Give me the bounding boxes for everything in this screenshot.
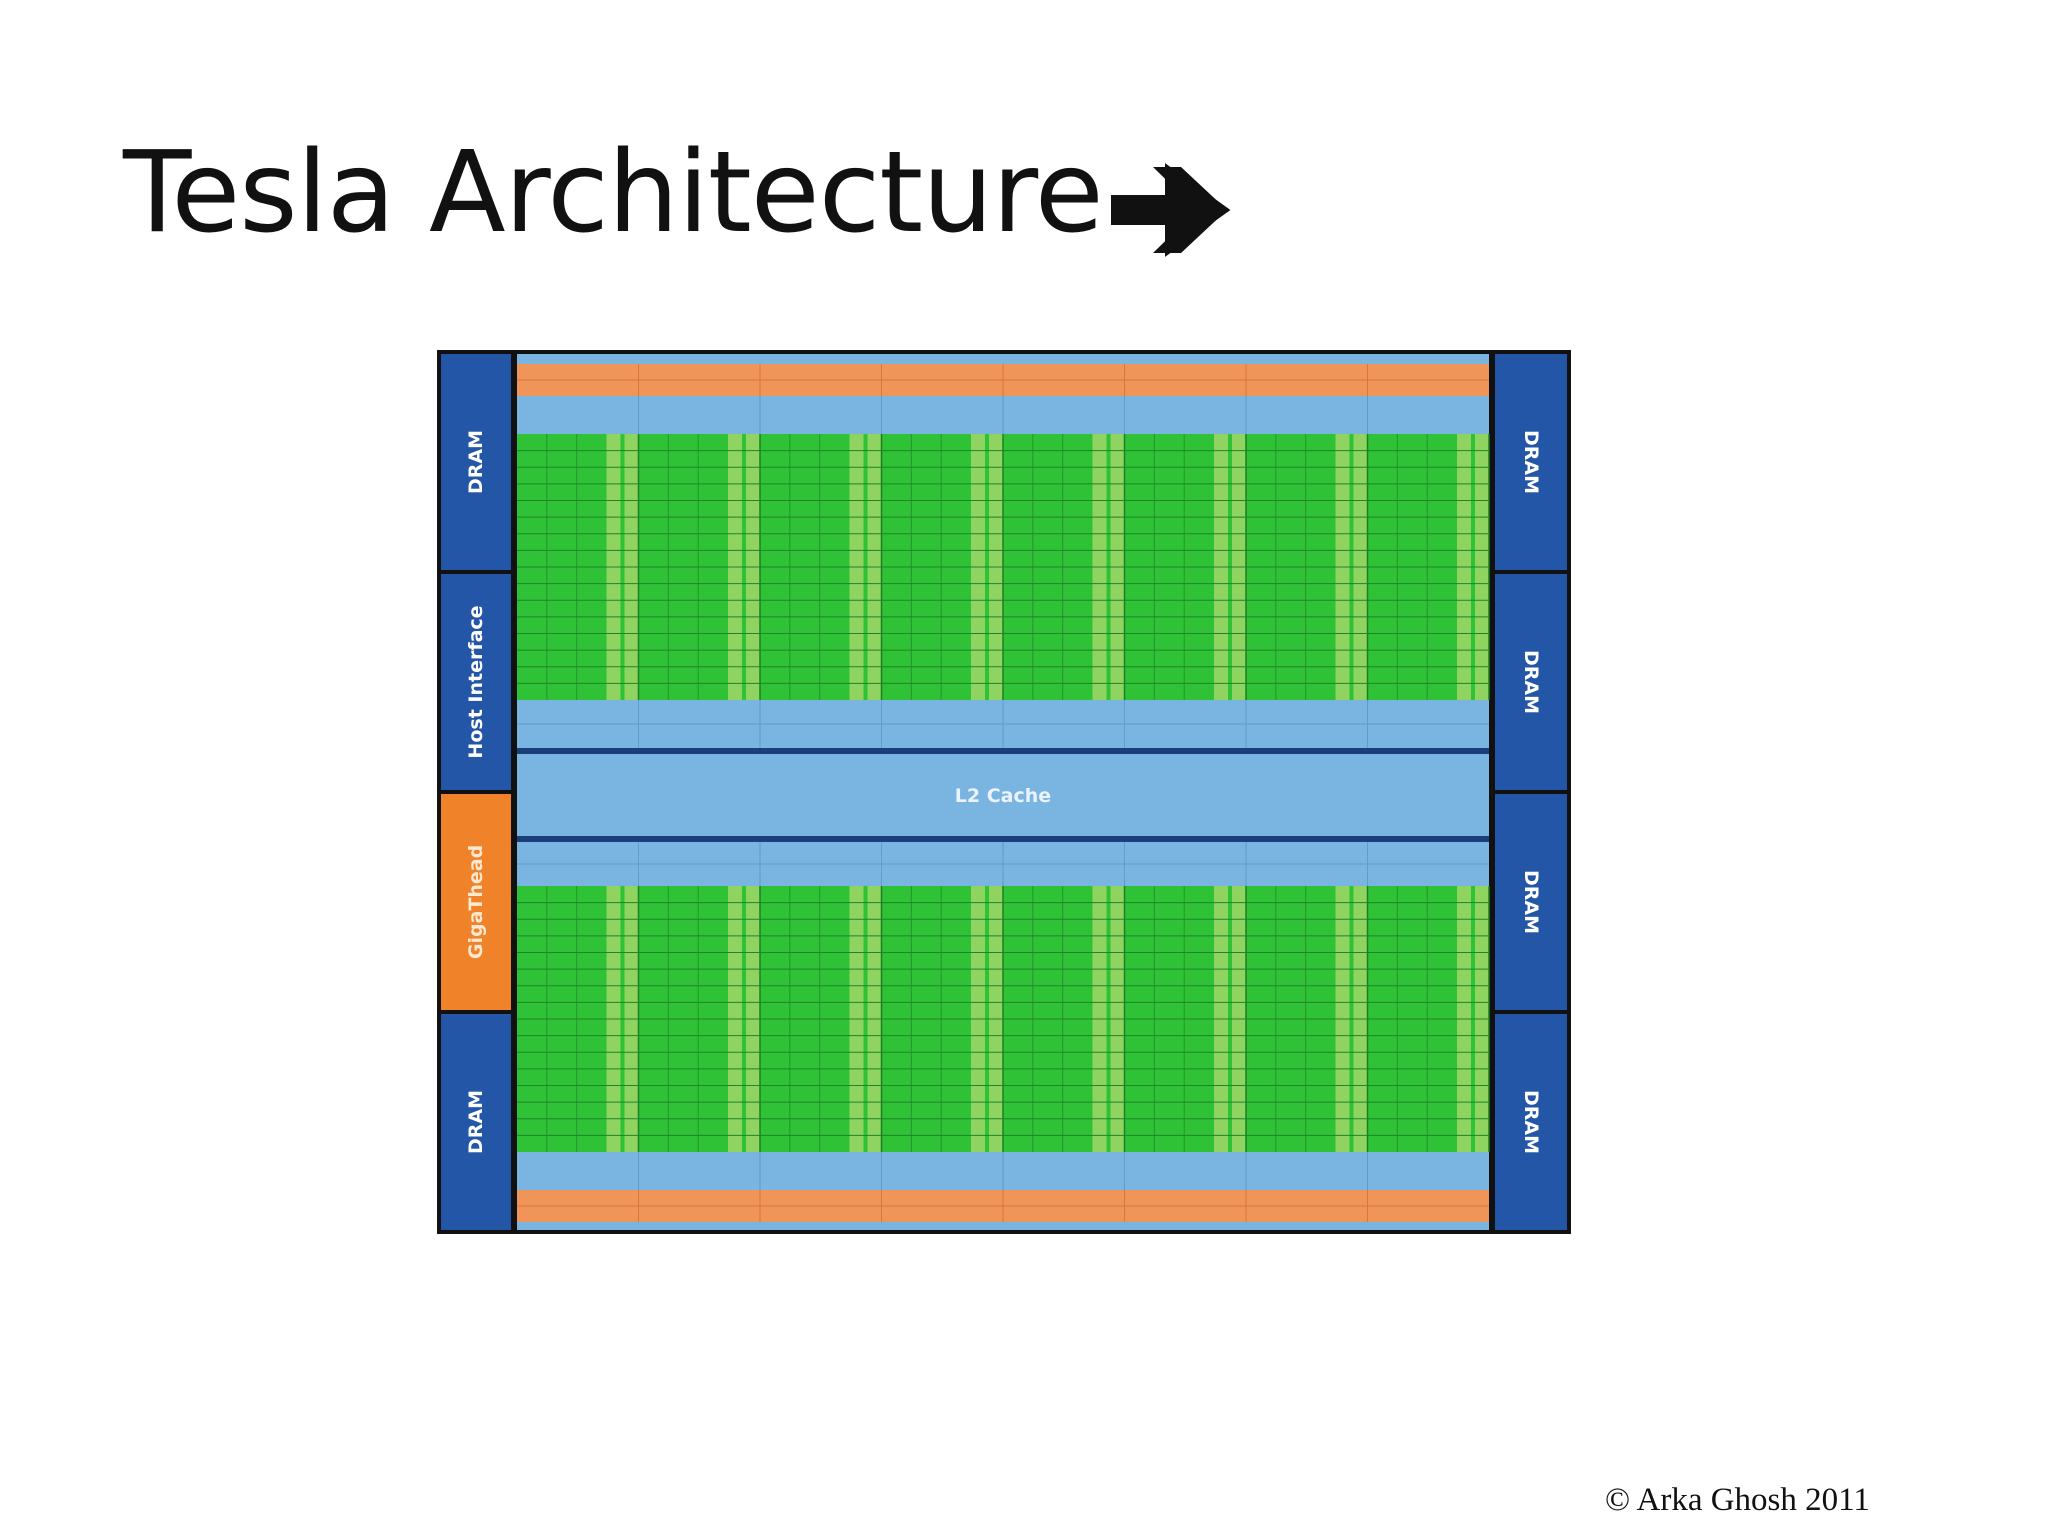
right-block-2 <box>1495 794 1567 1010</box>
right-block-label-2: DRAM <box>1520 870 1542 934</box>
left-block-label-3: DRAM <box>465 1090 487 1154</box>
left-block-label-0: DRAM <box>465 430 487 494</box>
bottom-blue-thin <box>517 1222 1489 1230</box>
left-block-1 <box>441 574 511 790</box>
l2-bottom-border <box>517 836 1489 842</box>
top-blue-thin <box>517 354 1489 364</box>
slide-title-text: Tesla Architecture <box>123 128 1104 258</box>
slide-title: Tesla Architecture <box>123 118 1231 296</box>
right-block-label-0: DRAM <box>1520 430 1542 494</box>
right-side-blocks: DRAM DRAM DRAM DRAM <box>1495 354 1567 1230</box>
left-block-2 <box>441 794 511 1010</box>
right-block-1 <box>1495 574 1567 790</box>
right-block-label-1: DRAM <box>1520 650 1542 714</box>
left-block-label-2: GigaThead <box>465 845 487 959</box>
l2-cache-label: L2 Cache <box>955 785 1051 807</box>
copyright-notice: © Arka Ghosh 2011 <box>1605 1482 1870 1518</box>
bold-right-arrow-icon <box>1109 146 1231 296</box>
processor-array: L2 Cache <box>517 354 1490 1230</box>
right-block-3 <box>1495 1014 1567 1230</box>
left-block-0 <box>441 354 511 570</box>
l2-cache-block <box>517 754 1489 836</box>
right-block-label-3: DRAM <box>1520 1090 1542 1154</box>
l2-top-border <box>517 748 1489 754</box>
left-block-label-1: Host Interface <box>465 605 487 758</box>
right-block-0 <box>1495 354 1567 570</box>
left-block-3 <box>441 1014 511 1230</box>
